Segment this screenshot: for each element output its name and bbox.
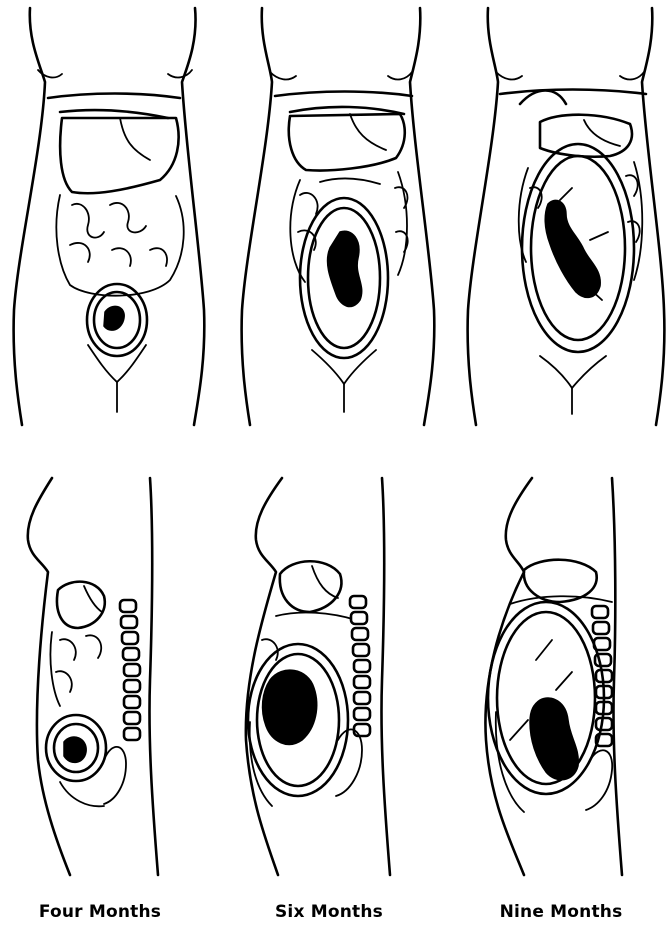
- side-view-nine-months: [485, 478, 622, 875]
- fetus: [263, 670, 317, 744]
- spine: [350, 596, 370, 736]
- fetus: [545, 200, 600, 297]
- side-view-six-months: [246, 478, 390, 875]
- front-view-six-months: [242, 8, 435, 425]
- spine: [120, 600, 140, 740]
- front-view-nine-months: [468, 8, 665, 425]
- caption-four-months: Four Months: [0, 902, 200, 922]
- side-view-four-months: [28, 478, 158, 875]
- front-view-four-months: [14, 8, 205, 425]
- fetus: [64, 737, 86, 762]
- caption-nine-months: Nine Months: [461, 902, 661, 922]
- fetus: [530, 698, 578, 780]
- caption-six-months: Six Months: [229, 902, 429, 922]
- fetus: [104, 306, 124, 330]
- fetus: [328, 231, 362, 306]
